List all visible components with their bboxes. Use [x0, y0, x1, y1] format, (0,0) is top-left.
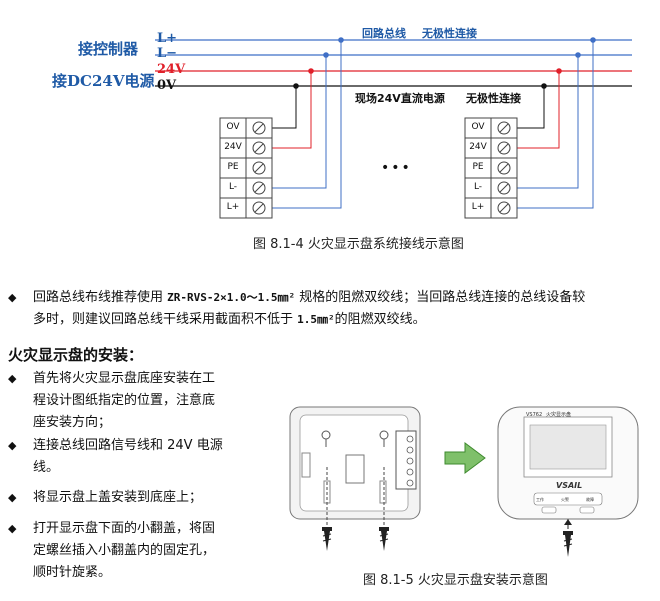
ellipsis: •••: [381, 160, 412, 176]
line-label-0v: 0V: [157, 78, 177, 93]
line-label-24v: 24V: [157, 62, 186, 77]
panel-brand: VSAIL: [556, 481, 582, 490]
wire-right-lplus: [517, 40, 594, 209]
field-power-label: 现场24V直流电源: [355, 92, 445, 105]
terminal-right-lminus: L-: [473, 182, 483, 192]
label-controller: 接控制器: [78, 40, 139, 58]
assembled-panel: VS762 火灾显示盘 VSAIL 工作 火警 故障: [497, 406, 639, 529]
terminal-left-24v: 24V: [224, 142, 242, 152]
terminal-left-pe: PE: [227, 162, 239, 172]
line-label-lminus: L−: [157, 46, 178, 61]
terminal-left-lplus: L+: [226, 202, 240, 212]
terminal-left-lminus: L-: [228, 182, 238, 192]
base-plate: [289, 406, 421, 535]
terminal-right-pe: PE: [472, 162, 484, 172]
figure-caption-wiring: 图 8.1-4 火灾显示盘系统接线示意图: [253, 237, 464, 252]
bus-label: 回路总线: [362, 27, 406, 40]
diamond-bullet-icon: ◆: [8, 439, 17, 452]
arrow-right-icon: [444, 442, 486, 474]
wire-left-lplus: [272, 40, 342, 209]
wire-right-0v: [517, 86, 545, 129]
diamond-bullet-icon: ◆: [8, 291, 17, 304]
screw-icon: [563, 531, 573, 557]
nonpolar-label-top: 无极性连接: [422, 27, 477, 40]
panel-model: VS762: [526, 412, 542, 418]
terminal-left-ov: OV: [226, 122, 240, 132]
terminal-block-left: [219, 117, 273, 219]
terminal-right-lplus: L+: [471, 202, 485, 212]
nonpolar-label-mid: 无极性连接: [466, 92, 521, 105]
wire-right-24v: [517, 71, 560, 149]
install-illustration: VS762 火灾显示盘 VSAIL 工作 火警 故障: [289, 406, 639, 557]
install-section-title: 火灾显示盘的安装：: [8, 346, 144, 364]
svg-text:工作: 工作: [536, 496, 544, 502]
terminal-right-ov: OV: [471, 122, 485, 132]
wire-left-lminus: [272, 55, 327, 189]
label-dc24v-supply: 接DC24V电源: [52, 72, 155, 90]
terminal-block-right: [464, 117, 518, 219]
figure-caption-install: 图 8.1-5 火灾显示盘安装示意图: [363, 573, 548, 588]
diamond-bullet-icon: ◆: [8, 522, 17, 535]
wire-left-0v: [272, 86, 297, 129]
panel-title: 火灾显示盘: [546, 411, 571, 418]
terminal-right-24v: 24V: [469, 142, 487, 152]
diamond-bullet-icon: ◆: [8, 491, 17, 504]
screw-icon: [322, 527, 389, 551]
svg-text:故障: 故障: [586, 496, 594, 502]
wire-left-24v: [272, 71, 312, 149]
wire-right-lminus: [517, 55, 579, 189]
svg-text:火警: 火警: [561, 496, 569, 502]
line-label-lplus: L+: [157, 31, 178, 46]
wiring-diagram: [155, 37, 632, 219]
diamond-bullet-icon: ◆: [8, 372, 17, 385]
